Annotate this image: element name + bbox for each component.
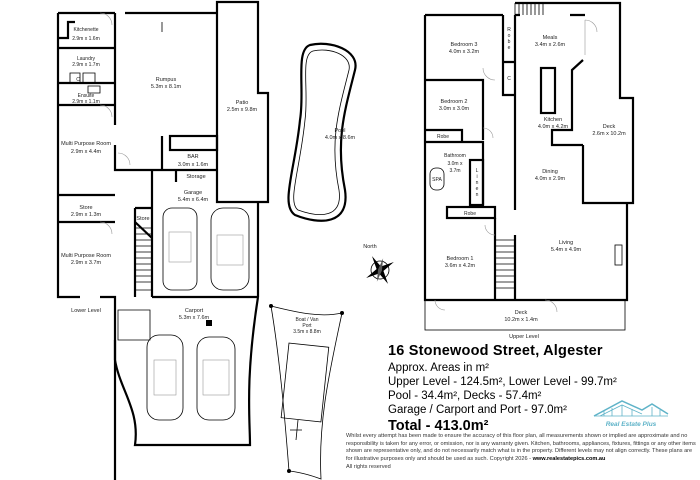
garage-car-2 (210, 207, 250, 291)
carport-car-2 (196, 336, 236, 421)
level-label: Upper Level (509, 334, 539, 340)
garage-areas: Garage / Carport and Port - 97.0m² (388, 404, 567, 416)
pool-name: Pool (334, 128, 345, 134)
room-size: 3.4m x 2.6m (535, 42, 566, 48)
level-label: Lower Level (71, 308, 101, 314)
room-name: Kitchen (544, 117, 562, 123)
linen-letter: i (476, 174, 477, 180)
room-size: 2.9m x 1.6m (72, 36, 100, 42)
room-name: Carport (185, 308, 204, 314)
room-name: Kitchenette (73, 27, 98, 33)
room-size: 10.2m x 1.4m (504, 317, 538, 323)
linen-letter: e (476, 186, 479, 192)
room-size: 3.6m x 4.2m (445, 263, 476, 269)
upper-level-plan: Bedroom 3 4.0m x 3.2m R o b e C Meals 3.… (423, 1, 635, 340)
room-name: Bedroom 1 (447, 256, 474, 262)
room-name: Garage (184, 190, 202, 196)
room-size: 5.3m x 8.1m (151, 84, 182, 90)
room-name: Living (559, 240, 573, 246)
room-name: Storage (186, 174, 205, 180)
room-name: Ensuite (78, 93, 95, 99)
rights-text: All rights reserved (346, 463, 391, 470)
pool-size: 4.0m x 8.6m (325, 135, 356, 141)
room-name: Rumpus (156, 77, 177, 83)
room-size: 5.4m x 4.9m (551, 247, 582, 253)
robe-letter: e (508, 45, 511, 51)
robe-letter: o (508, 33, 511, 39)
room-size: 5.3m x 7.6m (179, 315, 210, 321)
room-size: 4.0m x 2.9m (535, 176, 566, 182)
room-size: 2.5m x 9.8m (227, 107, 258, 113)
room-size: 2.9m x 4.4m (71, 149, 102, 155)
room-size: 3.0m x 1.6m (178, 162, 209, 168)
robe-label: Robe (437, 134, 449, 140)
room-size: 5.4m x 6.4m (178, 197, 209, 203)
room-size: 4.0m x 4.2m (538, 124, 569, 130)
room-name: Deck (515, 310, 528, 316)
stairs-upper (495, 239, 515, 289)
carport-car-1 (146, 334, 184, 421)
total-area: Total - 413.0m² (388, 418, 489, 434)
room-size: 2.9m x 3.7m (71, 260, 102, 266)
lower-level-plan: Kitchenette 2.9m x 1.6m Laundry 2.9m x 1… (56, 0, 270, 480)
pool: Pool 4.0m x 8.6m (287, 42, 357, 222)
house-logo-icon (593, 400, 669, 417)
company-logo: Real Estate Plus (592, 398, 670, 428)
room-size: 2.6m x 10.2m (592, 131, 626, 137)
room-size: 3.0m x 3.0m (439, 106, 470, 112)
room-name: Deck (603, 124, 616, 130)
property-address: 16 Stonewood Street, Algester (388, 343, 603, 359)
room-size: 2.9m x 1.3m (71, 212, 102, 218)
linen-letter: n (476, 180, 479, 186)
room-size: 3.0m x (447, 161, 463, 167)
port-name: Boat / Van (296, 317, 319, 323)
room-name: Bathroom (444, 153, 466, 159)
boat-port: Boat / Van Port 3.5m x 8.8m (269, 304, 344, 480)
spa-label: SPA (432, 177, 442, 183)
room-name: Store (136, 216, 149, 222)
room-name: Multi Purpose Room (61, 141, 111, 147)
areas-note: Approx. Areas in m² (388, 362, 489, 374)
pool-deck-areas: Pool - 34.4m², Decks - 57.4m² (388, 390, 542, 402)
linen-letter: n (476, 192, 479, 198)
room-name: Bedroom 3 (451, 42, 478, 48)
robe-letter: b (508, 39, 511, 45)
property-summary: 16 Stonewood Street, Algester Approx. Ar… (388, 343, 698, 434)
room-name: Patio (236, 100, 249, 106)
room-size: 2.9m x 1.7m (72, 62, 100, 68)
robe-letter: R (507, 27, 511, 33)
port-size: 3.5m x 8.8m (293, 329, 321, 335)
room-name: Laundry (77, 56, 96, 62)
stairs-lower (135, 227, 152, 291)
disclaimer-text: Whilst every attempt has been made to en… (346, 433, 696, 463)
cupboard-label: C (507, 76, 511, 82)
room-name: Bedroom 2 (441, 99, 468, 105)
room-name: BAR (187, 154, 198, 160)
cupboard-label: C (76, 77, 80, 83)
disclaimer: Whilst every attempt has been made to en… (346, 433, 698, 472)
level-areas: Upper Level - 124.5m², Lower Level - 99.… (388, 376, 617, 388)
room-name: Store (79, 205, 92, 211)
robe-label: Robe (464, 211, 476, 217)
room-name: Dining (542, 169, 558, 175)
room-size: 3.7m (449, 168, 460, 174)
logo-text: Real Estate Plus (605, 421, 657, 428)
room-name: Multi Purpose Room (61, 253, 111, 259)
north-label: North (363, 244, 376, 250)
room-size: 4.0m x 3.2m (449, 49, 480, 55)
room-name: Meals (543, 35, 558, 41)
compass-icon: North (363, 244, 394, 284)
post-marker (206, 320, 212, 326)
port-name: Port (302, 323, 312, 329)
garage-car-1 (162, 207, 198, 291)
room-size: 2.9m x 1.1m (72, 99, 100, 105)
website-link[interactable]: www.realestatepics.com.au (532, 456, 606, 463)
linen-letter: L (476, 168, 479, 174)
